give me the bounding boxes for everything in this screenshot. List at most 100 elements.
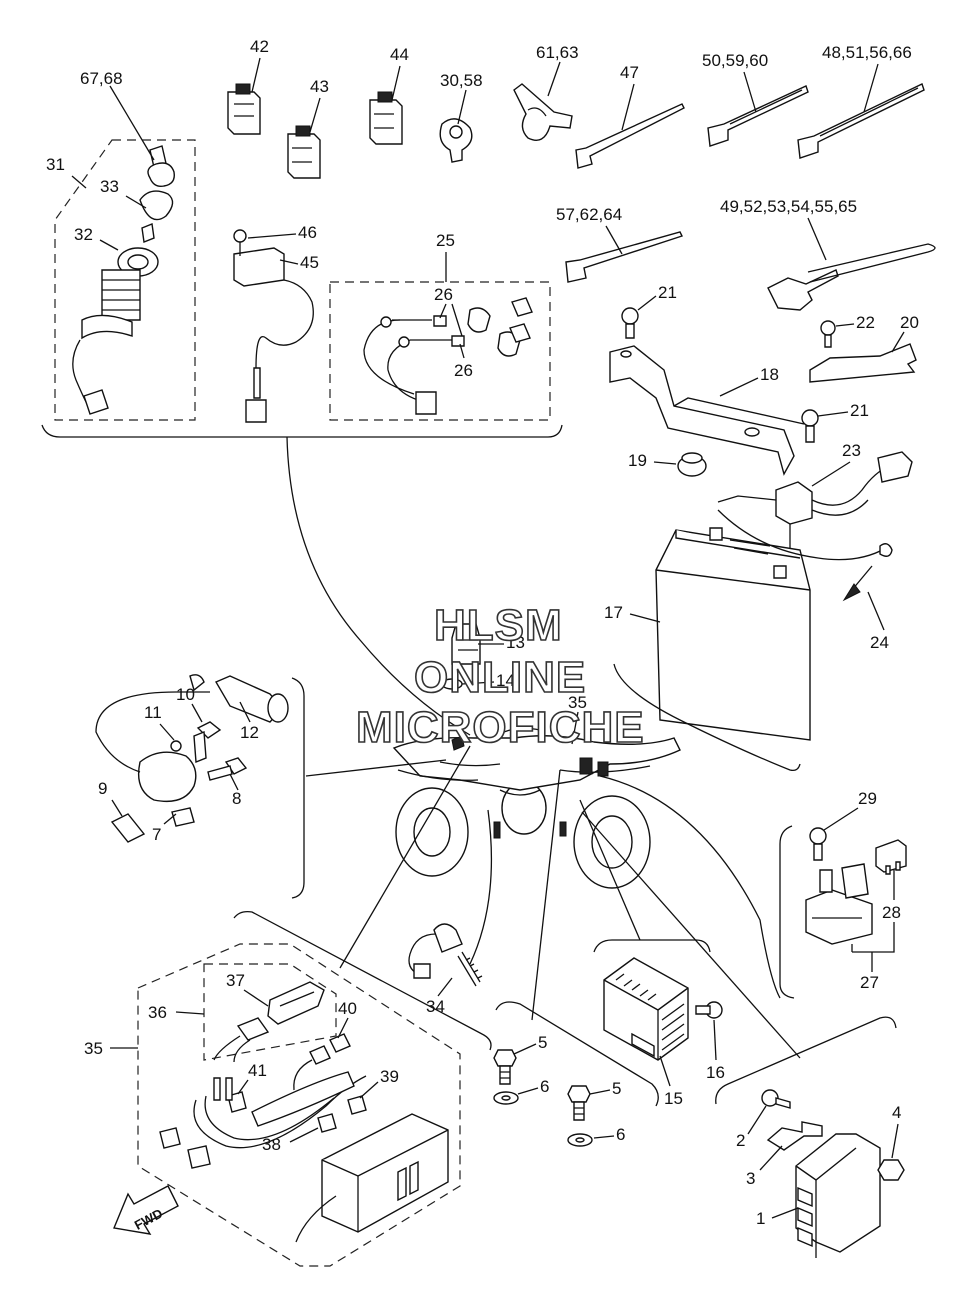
screw-22-icon (820, 320, 836, 348)
sensor-13-icon (451, 623, 481, 665)
battery-cable-24-icon (717, 509, 893, 602)
label-18: 18 (760, 365, 779, 384)
watermark-line1: HLSM (434, 601, 563, 650)
label-25: 25 (436, 231, 455, 250)
watermark-line2: ONLINE (414, 653, 586, 702)
label-22: 22 (856, 313, 875, 332)
label-34: 34 (426, 997, 445, 1016)
battery-group-bracket (613, 663, 801, 772)
battery-bracket-icon (609, 345, 805, 476)
bolt-group-bracket (495, 1001, 659, 1107)
label-61-63: 61,63 (536, 43, 579, 62)
top-group-bracket (41, 424, 563, 438)
label-26b: 26 (454, 361, 473, 380)
label-21a: 21 (658, 283, 677, 302)
collar-9-icon (110, 813, 146, 843)
sub-wire-harness-icon (363, 297, 533, 415)
harness-dashed-box (137, 943, 461, 1267)
label-57-62-64: 57,62,64 (556, 205, 622, 224)
harness-inner-dashed-box (203, 963, 337, 1061)
connector-40-icon (293, 1033, 351, 1091)
rectifier-group-bracket (593, 939, 711, 953)
label-27: 27 (860, 973, 879, 992)
rectifier-regulator-icon (603, 957, 689, 1061)
nut-4-icon (877, 1159, 905, 1181)
coil-group-bracket (291, 677, 305, 899)
label-38: 38 (262, 1135, 281, 1154)
ignition-coil-icon (95, 674, 210, 827)
label-16: 16 (706, 1063, 725, 1082)
watermark-line3: MICROFICHE (356, 703, 645, 752)
bolt-46-icon (233, 229, 247, 256)
label-36: 36 (148, 1003, 167, 1022)
label-26a: 26 (434, 285, 453, 304)
washer-6a-icon (493, 1091, 519, 1105)
relay-group-bracket (779, 825, 795, 999)
washer-11-icon (170, 740, 182, 752)
band-holder-icon (767, 243, 936, 311)
cover-20-icon (809, 343, 917, 383)
label-24: 24 (870, 633, 889, 652)
cable-tie-47-icon (575, 103, 685, 169)
bolt-21a-icon (621, 307, 639, 339)
main-switch-icon (72, 247, 159, 415)
label-35a: 35 (568, 693, 587, 712)
label-49-52-53-54-55-65: 49,52,53,54,55,65 (720, 197, 857, 216)
washer-6b-icon (567, 1133, 593, 1147)
coupler-42-icon (227, 83, 261, 135)
bolt-21b-icon (801, 409, 819, 443)
label-28: 28 (882, 903, 901, 922)
label-32: 32 (74, 225, 93, 244)
top-group-stem (286, 436, 471, 736)
label-21b: 21 (850, 401, 869, 420)
label-43: 43 (310, 77, 329, 96)
atv-vehicle-icon (392, 727, 681, 889)
harness-group-bracket (233, 910, 492, 1051)
label-44: 44 (390, 45, 409, 64)
bolt-16-icon (695, 1001, 723, 1019)
label-50-59-60: 50,59,60 (702, 51, 768, 70)
bolt-5a-icon (493, 1049, 517, 1085)
switch-cap-icon (139, 190, 174, 221)
sensor-45-icon (233, 247, 314, 423)
label-40: 40 (338, 999, 357, 1018)
label-10: 10 (176, 685, 195, 704)
forward-arrow-icon: FWD (113, 1185, 179, 1235)
label-45: 45 (300, 253, 319, 272)
label-11: 11 (144, 703, 162, 722)
key-icon (147, 145, 175, 188)
bracket-3-icon (766, 1121, 823, 1151)
fuse-39-icon (347, 1095, 367, 1115)
label-20: 20 (900, 313, 919, 332)
holder-icon (513, 83, 573, 141)
bolt-29-icon (809, 827, 827, 861)
label-30-58: 30,58 (440, 71, 483, 90)
label-9: 9 (98, 779, 107, 798)
harness-37-icon (213, 981, 325, 1063)
cable-tie-48-icon (797, 83, 925, 159)
label-17: 17 (604, 603, 623, 622)
cable-tie-57-icon (565, 231, 683, 283)
label-37: 37 (226, 971, 245, 990)
cable-tie-50-icon (707, 85, 809, 147)
label-8: 8 (232, 789, 241, 808)
label-29: 29 (858, 789, 877, 808)
label-13: 13 (506, 633, 525, 652)
label-14: 14 (496, 671, 515, 690)
label-4: 4 (892, 1103, 901, 1122)
label-6a: 6 (540, 1077, 549, 1096)
label-33: 33 (100, 177, 119, 196)
label-48-51-56-66: 48,51,56,66 (822, 43, 912, 62)
label-2: 2 (736, 1131, 745, 1150)
label-7: 7 (152, 825, 161, 844)
battery-cable-23-icon (717, 451, 913, 584)
sub-lead-dashed-box (329, 281, 551, 421)
bolt-10-icon (193, 721, 222, 764)
cdi-group-bracket (715, 1016, 897, 1105)
label-47: 47 (620, 63, 639, 82)
bolt-5b-icon (567, 1085, 591, 1121)
label-12: 12 (240, 723, 259, 742)
fuse-38-icon (317, 1113, 337, 1133)
main-wire-harness-icon (159, 1071, 367, 1169)
label-35b: 35 (84, 1039, 103, 1058)
